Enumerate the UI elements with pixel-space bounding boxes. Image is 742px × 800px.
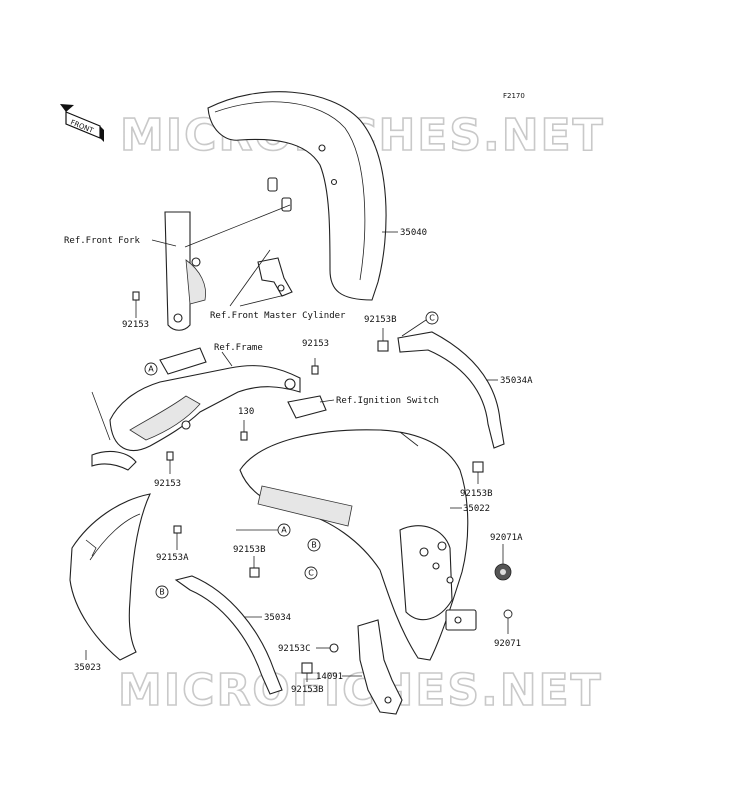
frame-reference (91, 347, 301, 471)
label-ref-front-fork: Ref.Front Fork (64, 236, 140, 246)
assembly-line-fender-top (399, 431, 419, 447)
ref-marker-a-top-label: A (148, 365, 154, 374)
bolt-92153-left (132, 291, 140, 318)
ref-marker-c-fender (304, 566, 318, 580)
nut-92153b-mid (472, 461, 484, 473)
label-ref-front-master-cylinder: Ref.Front Master Cylinder (210, 311, 346, 321)
assembly-line-mc-right (239, 294, 286, 307)
figure-code: F2170 (503, 92, 525, 100)
grommet-92071a (494, 563, 512, 581)
watermark-bottom: MICROFICHES.NET (118, 665, 603, 716)
washer-92153c (329, 643, 339, 653)
label-92071a: 92071A (490, 533, 523, 543)
bolt-130 (240, 420, 248, 441)
label-92153b-low: 92153B (233, 545, 266, 555)
front-direction-arrow-icon: FRONT (60, 104, 104, 142)
master-cylinder-bracket (257, 257, 293, 297)
front-fender-35040 (207, 91, 387, 301)
bolt-92153a (173, 525, 182, 550)
label-92153-left: 92153 (122, 320, 149, 330)
grommet-92071 (503, 609, 513, 619)
ref-marker-a-top (144, 362, 158, 376)
label-92153-lower: 92153 (154, 479, 181, 489)
label-92153c: 92153C (278, 644, 311, 654)
label-ref-ignition-switch: Ref.Ignition Switch (336, 396, 439, 406)
nut-92153b-bottom (301, 662, 313, 674)
label-35022: 35022 (463, 504, 490, 514)
label-ref-frame: Ref.Frame (214, 343, 263, 353)
label-35034: 35034 (264, 613, 291, 623)
assembly-line-fork (184, 204, 291, 248)
nut-92153b-low (249, 567, 260, 578)
ref-marker-b-fender-label: B (311, 541, 317, 550)
label-92153b-top: 92153B (364, 315, 397, 325)
bracket-14091 (357, 619, 403, 715)
ref-marker-a-fender-label: A (281, 526, 287, 535)
leader-ref-ignition-switch (319, 399, 335, 403)
ref-marker-c-top (425, 311, 439, 325)
fender-stay-35034 (174, 575, 283, 695)
label-130: 130 (238, 407, 254, 417)
label-92153a: 92153A (156, 553, 189, 563)
assembly-line-mc-left (229, 249, 271, 307)
leader-ref-frame (221, 351, 233, 367)
ref-marker-b-fender (307, 538, 321, 552)
label-92153-frame: 92153 (302, 339, 329, 349)
ref-marker-b-stay-label: B (159, 588, 165, 597)
nut-92153b-top (377, 340, 389, 352)
label-92153b-bottom: 92153B (291, 685, 324, 695)
label-92153b-mid: 92153B (460, 489, 493, 499)
inner-fender-35023 (69, 493, 151, 661)
label-14091: 14091 (316, 672, 343, 682)
label-35034a: 35034A (500, 376, 533, 386)
ignition-switch-bracket (287, 395, 327, 419)
ref-marker-b-stay (155, 585, 169, 599)
label-92071: 92071 (494, 639, 521, 649)
ref-marker-c-fender-label: C (308, 569, 314, 578)
fender-stay-35034a (397, 331, 505, 449)
leader-ref-front-fork (151, 239, 177, 247)
ref-marker-a-fender (277, 523, 291, 537)
bolt-92153-lower (166, 451, 174, 474)
leader-c-top (401, 319, 427, 337)
front-fork (164, 211, 207, 331)
label-35023: 35023 (74, 663, 101, 673)
rear-fender-35022 (239, 429, 477, 661)
ref-marker-c-top-label: C (429, 314, 435, 323)
bolt-92153-frame (311, 358, 319, 375)
label-35040: 35040 (400, 228, 427, 238)
